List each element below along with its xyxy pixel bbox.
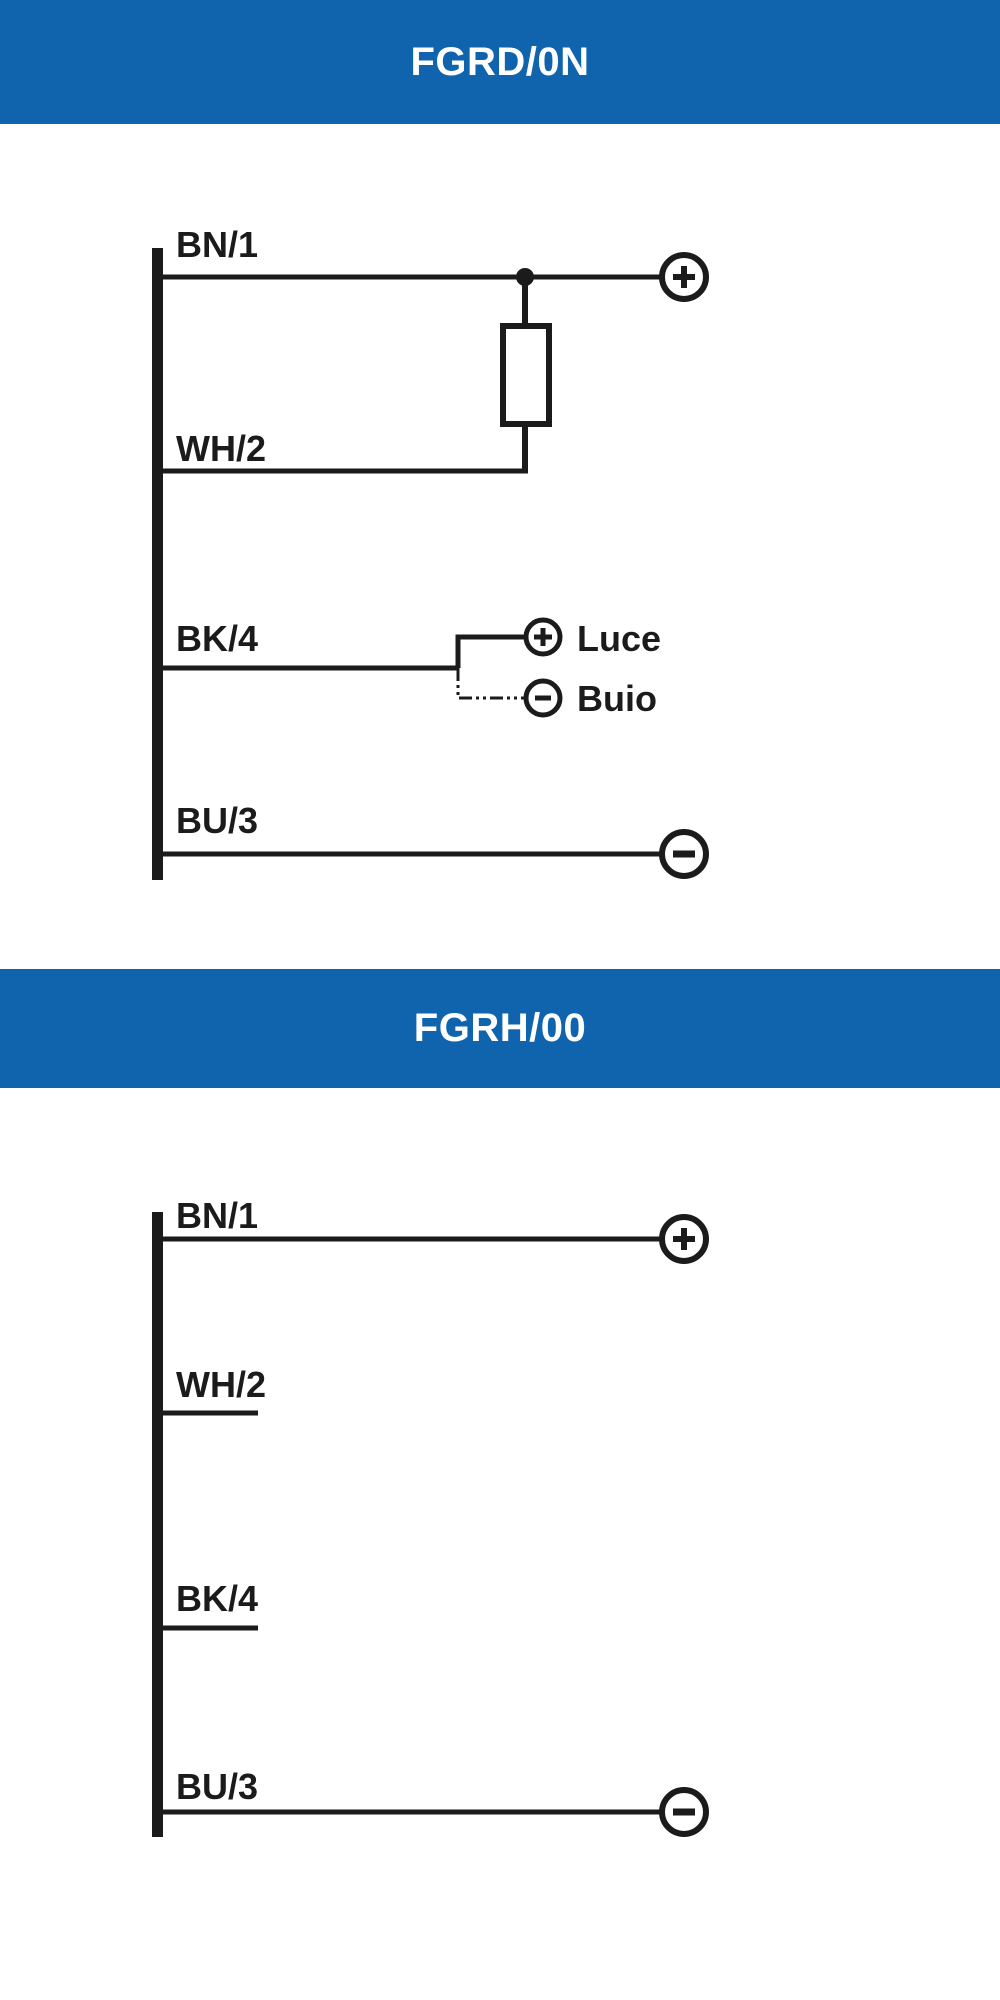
section-title: FGRD/0N: [410, 39, 590, 84]
wire-label-bn1: BN/1: [176, 224, 258, 265]
wire-label-wh2: WH/2: [176, 428, 266, 469]
branch-line-buio-dashdot: [456, 668, 526, 700]
output-label-buio: Buio: [577, 678, 657, 719]
minus-output-icon: [523, 678, 563, 718]
terminal-circle: [523, 617, 563, 657]
terminal-circle: [523, 678, 563, 718]
wire-label-bu3: BU/3: [176, 800, 258, 841]
diagram-fgrh00: BN/1 WH/2 BK/4 BU/3: [152, 1195, 709, 1837]
wire-label-bk4: BK/4: [176, 618, 258, 659]
minus-terminal-icon: [659, 829, 709, 879]
plus-output-icon: [523, 617, 563, 657]
minus-terminal-icon: [659, 1787, 709, 1837]
diagram-fgrd0n: BN/1 WH/2 BK/4: [152, 224, 709, 880]
terminal-circle: [659, 829, 709, 879]
bus-bar: [152, 1212, 163, 1837]
plus-terminal-icon: [659, 252, 709, 302]
wire-label-bu3: BU/3: [176, 1766, 258, 1807]
section-header-fgrh00: FGRH/00: [0, 969, 1000, 1088]
wire-label-bk4: BK/4: [176, 1578, 258, 1619]
plus-terminal-icon: [659, 1214, 709, 1264]
terminal-circle: [659, 252, 709, 302]
section-header-fgrd0n: FGRD/0N: [0, 0, 1000, 124]
section-title: FGRH/00: [413, 1006, 587, 1050]
wire-label-wh2: WH/2: [176, 1364, 266, 1405]
wire-label-bn1: BN/1: [176, 1195, 258, 1236]
branch-line-luce: [455, 634, 526, 668]
terminal-circle: [659, 1214, 709, 1264]
terminal-circle: [659, 1787, 709, 1837]
resistor-symbol: [500, 323, 552, 427]
output-label-luce: Luce: [577, 618, 661, 659]
bus-bar: [152, 248, 163, 880]
